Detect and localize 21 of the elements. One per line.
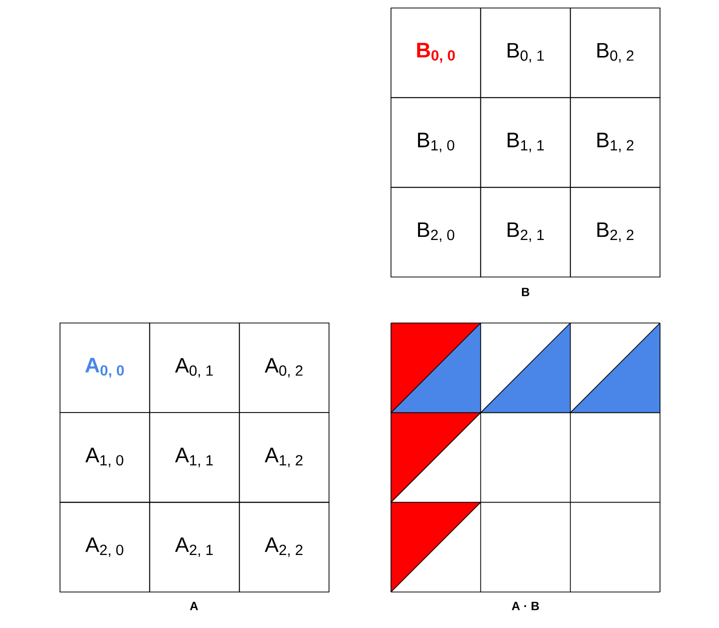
grid-cell: A$_{1, 0}$ bbox=[60, 412, 150, 503]
grid-cell: B$_{1, 1}$ bbox=[480, 97, 571, 188]
grid-caption: A bbox=[190, 602, 198, 610]
grid-cell: A$_{1, 1}$ bbox=[149, 412, 240, 503]
grid-cell: B$_{2, 1}$ bbox=[480, 186, 571, 278]
grid-cell: A$_{1, 2}$ bbox=[238, 412, 330, 503]
grid-cell: A$_{0, 1}$ bbox=[149, 322, 240, 414]
grid-cell: B$_{1, 2}$ bbox=[570, 97, 660, 188]
grid-cell: B$_{0, 2}$ bbox=[570, 8, 660, 98]
grid-cell: A$_{2, 0}$ bbox=[60, 502, 150, 592]
grid-cell: B$_{2, 0}$ bbox=[390, 186, 482, 278]
grid-cell: B$_{0, 1}$ bbox=[480, 8, 571, 98]
grid-cell: A$_{0, 0}$ bbox=[60, 322, 150, 414]
grid-cell: B$_{2, 2}$ bbox=[570, 186, 660, 278]
grid-caption: B bbox=[522, 288, 530, 296]
grid-cell: A$_{2, 2}$ bbox=[238, 502, 330, 592]
grid-cell: A$_{2, 1}$ bbox=[149, 502, 240, 592]
grid-caption: A · B bbox=[512, 602, 539, 610]
grid-cell: A$_{0, 2}$ bbox=[238, 322, 330, 414]
grid-cell: B$_{1, 0}$ bbox=[390, 97, 482, 188]
grid-cell: B$_{0, 0}$ bbox=[390, 8, 482, 98]
